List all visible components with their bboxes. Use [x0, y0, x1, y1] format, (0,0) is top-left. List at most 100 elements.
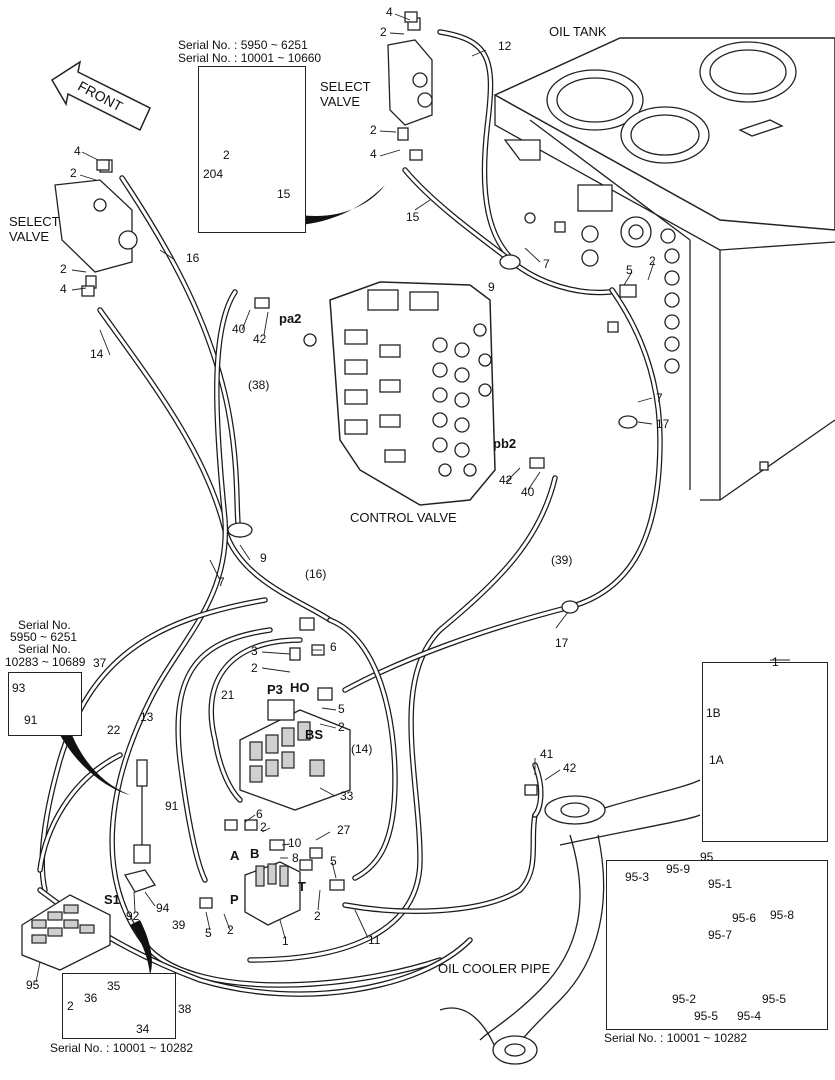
- callout: 95-6: [732, 911, 757, 925]
- callout: 38: [178, 1002, 192, 1016]
- callout: 7: [543, 257, 550, 271]
- callout: 9: [488, 280, 495, 294]
- callout: 27: [337, 823, 351, 837]
- oil-tank: [493, 37, 835, 501]
- callout: 2: [67, 999, 74, 1013]
- callout: 5: [626, 263, 633, 277]
- inset-right-top: [702, 662, 828, 842]
- callout: 41: [540, 747, 554, 761]
- manifold-95: [21, 894, 111, 971]
- callout: (14): [351, 742, 373, 756]
- callout: 17: [656, 417, 670, 431]
- callout: (16): [305, 567, 327, 581]
- port-a: A: [230, 848, 240, 863]
- oil-tank-label: OIL TANK: [549, 24, 607, 39]
- callout: 42: [563, 761, 577, 775]
- oil-cooler-pipe: [439, 762, 701, 1065]
- callout: 2: [314, 909, 321, 923]
- serial-bottom: Serial No. : 10001 ~ 10282: [50, 1041, 194, 1055]
- select-valve-top-label: SELECT VALVE: [320, 79, 371, 109]
- callout: 15: [406, 210, 420, 224]
- callout: 3: [251, 644, 258, 658]
- callout: 95: [700, 850, 714, 864]
- callout: 93: [12, 681, 26, 695]
- callout: 12: [498, 39, 512, 53]
- callout: 1: [282, 934, 289, 948]
- callout: 95-8: [770, 908, 795, 922]
- serial-right: Serial No. : 10001 ~ 10282: [604, 1031, 748, 1045]
- solenoid-valve-1: [244, 861, 301, 926]
- callout: 95-5: [694, 1009, 719, 1023]
- callout: 95-3: [625, 870, 650, 884]
- callout: 21: [221, 688, 235, 702]
- callout: 7: [218, 575, 225, 589]
- callout: 7: [656, 391, 663, 405]
- serial-left-2: 5950 ~ 6251: [10, 630, 78, 644]
- callout: 2: [649, 254, 656, 268]
- callout: 40: [232, 322, 246, 336]
- callout: 16: [186, 251, 200, 265]
- callout: 5: [330, 854, 337, 868]
- control-valve: [303, 281, 496, 506]
- callout: 35: [107, 979, 121, 993]
- callout: 95-1: [708, 877, 733, 891]
- pressure-switch-91: [123, 759, 157, 893]
- callout: 4: [370, 147, 377, 161]
- callout: 10: [288, 836, 302, 850]
- callout: 1: [772, 655, 779, 669]
- callout: 95-2: [672, 992, 697, 1006]
- port-p3: P3: [267, 682, 283, 697]
- callout: 2: [70, 166, 77, 180]
- inset-bottom: [62, 973, 176, 1039]
- callout: 6: [330, 640, 337, 654]
- control-valve-label: CONTROL VALVE: [350, 510, 457, 525]
- callout: 33: [340, 789, 354, 803]
- port-pb2: pb2: [493, 436, 517, 451]
- callout: 2: [223, 148, 230, 162]
- callout: 91: [24, 713, 38, 727]
- select-valve-left-label: SELECT VALVE: [9, 214, 60, 244]
- callout: 8: [292, 851, 299, 865]
- callout: 5: [205, 926, 212, 940]
- port-t: T: [298, 879, 306, 894]
- callout: 95-4: [737, 1009, 762, 1023]
- front-arrow: [50, 60, 151, 132]
- callout: 5: [338, 702, 345, 716]
- callout: 13: [140, 710, 154, 724]
- port-ho: HO: [290, 680, 310, 695]
- callout: 2: [227, 923, 234, 937]
- callout: 22: [107, 723, 121, 737]
- callout: 2: [380, 25, 387, 39]
- callout: 9: [260, 551, 267, 565]
- callout: (38): [248, 378, 270, 392]
- serial-top-1: Serial No. : 5950 ~ 6251: [178, 38, 308, 52]
- callout: 42: [253, 332, 267, 346]
- port-pa2: pa2: [279, 311, 302, 326]
- callout: 2: [370, 123, 377, 137]
- serial-left-1: Serial No.: [18, 618, 71, 632]
- callout: 95-5: [762, 992, 787, 1006]
- callout: 15: [277, 187, 291, 201]
- callout: 95: [26, 978, 40, 992]
- hose-clamps: [227, 254, 638, 614]
- port-b: B: [250, 846, 260, 861]
- inset-left: [8, 672, 82, 736]
- callout: 2: [338, 720, 345, 734]
- callout: (39): [551, 553, 573, 567]
- callout: 34: [136, 1022, 150, 1036]
- inset-top: [198, 66, 306, 233]
- callout: 1B: [706, 706, 721, 720]
- port-p: P: [230, 892, 239, 907]
- callout: 91: [165, 799, 179, 813]
- callout: 17: [555, 636, 569, 650]
- callout: 95-7: [708, 928, 733, 942]
- callout: 2: [60, 262, 67, 276]
- callout: 1A: [709, 753, 724, 767]
- callout: 92: [126, 909, 140, 923]
- callout: 95-9: [666, 862, 691, 876]
- callout: 4: [74, 144, 81, 158]
- select-valve-top: [387, 17, 433, 141]
- callout: 204: [203, 167, 224, 181]
- callout: 2: [251, 661, 258, 675]
- inset-pointers: [60, 185, 385, 975]
